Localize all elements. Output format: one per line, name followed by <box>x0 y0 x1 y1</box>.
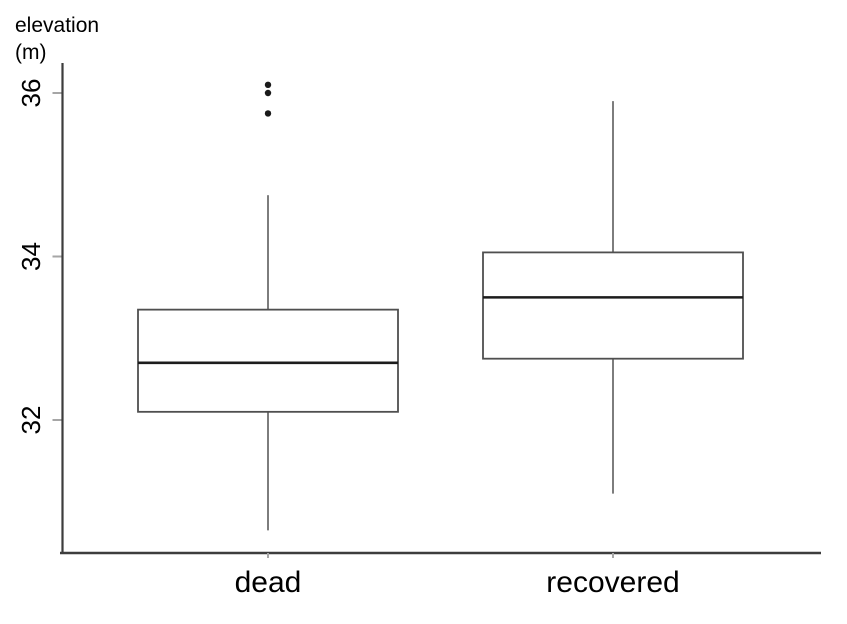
x-category-label: dead <box>235 566 302 599</box>
outlier-point-dead <box>264 110 272 117</box>
outlier-point-dead <box>264 89 272 97</box>
box-recovered <box>482 251 744 360</box>
y-tick-label: 34 <box>16 242 46 271</box>
x-category-label: recovered <box>546 566 679 599</box>
box-dead <box>137 308 399 413</box>
y-axis-title-line2: (m) <box>15 41 47 64</box>
y-axis-title: elevation (m) <box>15 12 99 66</box>
y-axis-title-line1: elevation <box>15 14 100 37</box>
outlier-point-dead <box>264 81 272 89</box>
y-tick-label: 36 <box>16 79 46 108</box>
y-tick-label: 32 <box>16 406 46 435</box>
